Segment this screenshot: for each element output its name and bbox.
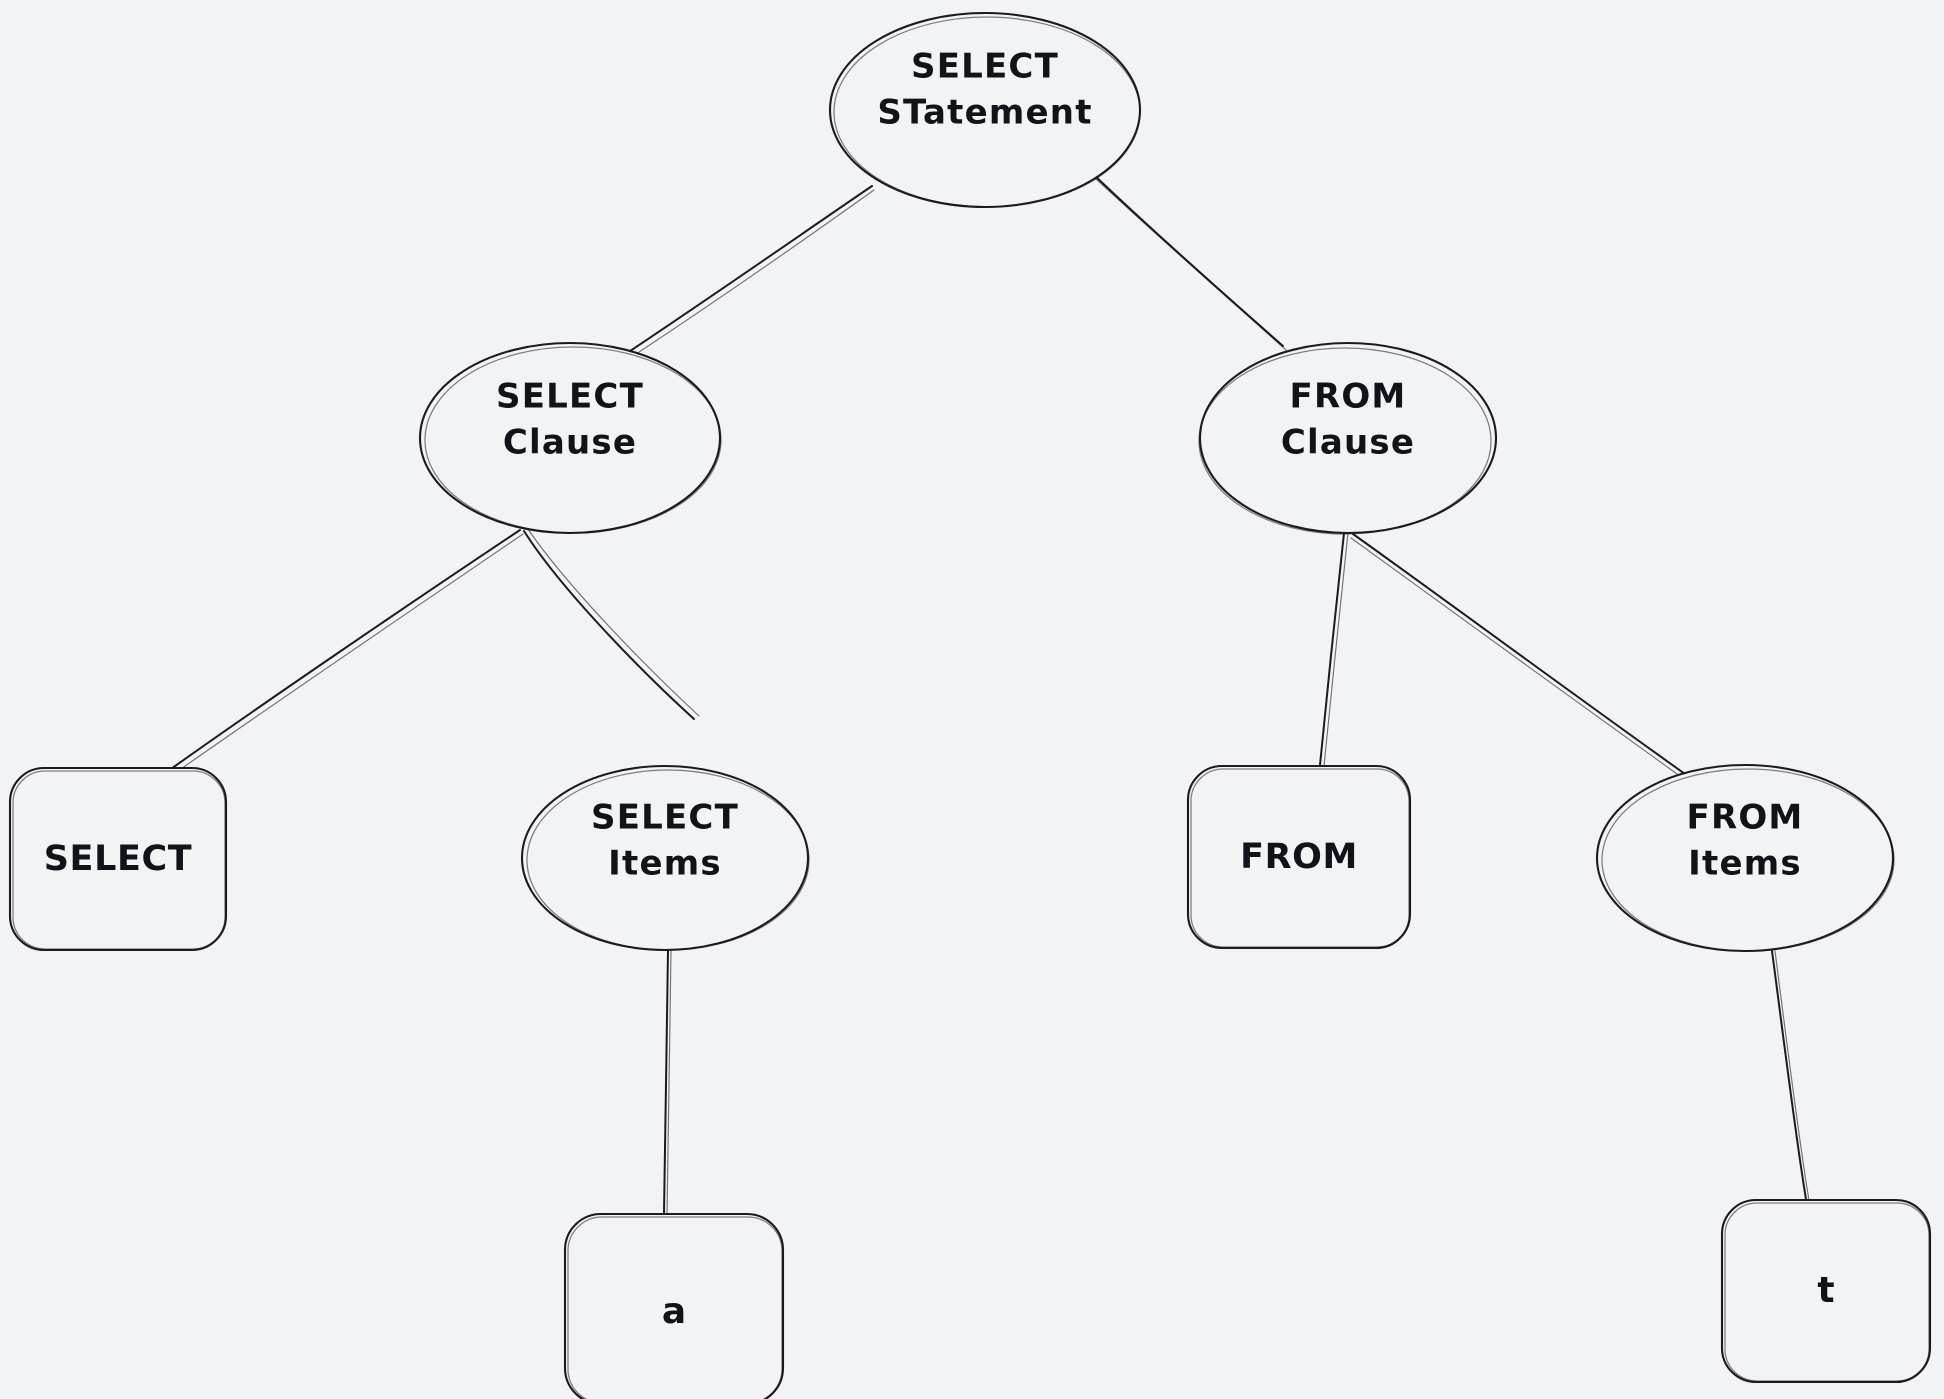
node-from-items-line1: FROM (1687, 798, 1804, 838)
node-column-a[interactable]: a (563, 1212, 785, 1399)
node-select-items-line2: Items (608, 844, 722, 884)
edge-statement-select-clause (599, 185, 875, 376)
edge-from-clause-from-items (1350, 533, 1717, 801)
node-table-t-label: t (1817, 1270, 1834, 1311)
node-table-t[interactable]: t (1720, 1198, 1932, 1384)
node-select-clause-line2: Clause (503, 423, 637, 463)
node-from-terminal[interactable]: FROM (1186, 764, 1412, 950)
edge-select-clause-select-terminal (146, 529, 524, 791)
node-select-items-line1: SELECT (591, 798, 739, 838)
edge-from-clause-from-terminal (1319, 532, 1349, 767)
node-select-statement-line1: SELECT (911, 47, 1059, 87)
node-from-clause-line2: Clause (1281, 423, 1415, 463)
node-from-clause-line1: FROM (1290, 377, 1407, 417)
node-select-statement[interactable]: SELECT STatement (828, 11, 1142, 209)
node-column-a-label: a (662, 1291, 686, 1332)
node-select-statement-line2: STatement (877, 93, 1092, 133)
edge-layer (146, 173, 1810, 1215)
node-from-items-line2: Items (1688, 844, 1802, 884)
node-select-clause-line1: SELECT (496, 377, 644, 417)
node-from-terminal-label: FROM (1240, 837, 1358, 877)
node-select-clause[interactable]: SELECT Clause (418, 341, 722, 535)
node-select-terminal[interactable]: SELECT (8, 766, 228, 952)
edge-select-clause-select-items (523, 528, 700, 720)
node-select-items[interactable]: SELECT Items (520, 764, 810, 952)
edge-select-items-column-a (663, 949, 672, 1215)
node-select-terminal-label: SELECT (44, 839, 193, 879)
edge-statement-from-clause (1092, 173, 1287, 351)
node-from-clause[interactable]: FROM Clause (1198, 341, 1498, 535)
edge-from-items-table-t (1771, 950, 1810, 1201)
node-from-items[interactable]: FROM Items (1595, 763, 1895, 953)
